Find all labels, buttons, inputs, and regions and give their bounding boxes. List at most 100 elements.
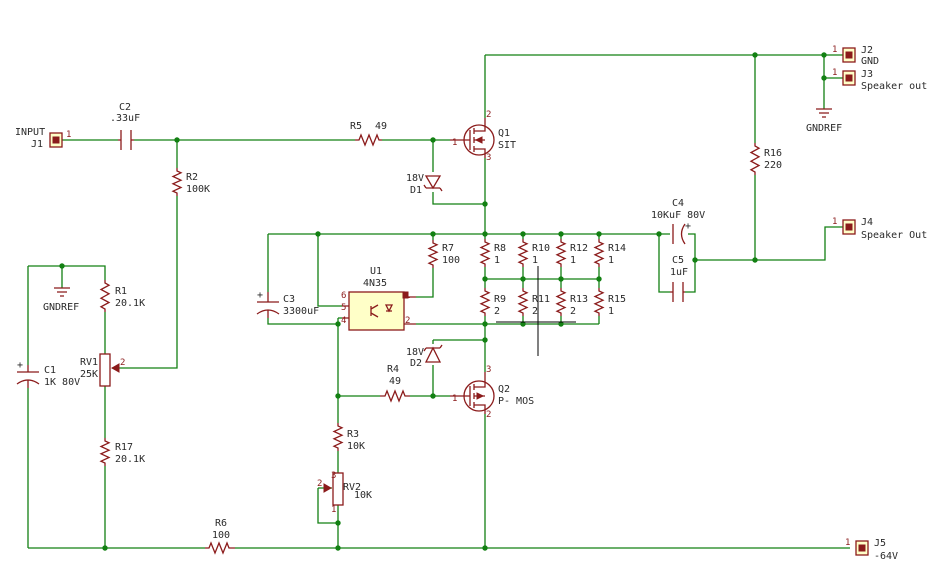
arrow (474, 136, 483, 144)
r3-ref: R3 (347, 429, 359, 440)
resistor-r17[interactable]: R17 20.1K (99, 438, 145, 466)
junction (752, 257, 758, 263)
resistor-r13[interactable]: R13 2 (555, 288, 588, 317)
potentiometer-rv2[interactable]: RV2 10K 3 2 1 (317, 471, 372, 515)
resistor-r1[interactable]: R1 20.1K (99, 280, 145, 312)
resistor-r11[interactable]: R11 2 (517, 288, 550, 317)
connector-pin (52, 136, 60, 144)
wire (28, 265, 106, 288)
transistor-q1[interactable]: Q1 SIT 1 2 3 (450, 110, 516, 163)
pin-number: 1 (832, 68, 837, 78)
pin-number: 2 (317, 479, 322, 489)
polarized-capacitor-icon (672, 223, 686, 245)
r6-ref: R6 (215, 518, 227, 529)
wire (317, 451, 339, 548)
wire (484, 54, 850, 118)
pin-number: 1 (405, 291, 410, 301)
ground-icon (816, 108, 832, 118)
resistor-icon (99, 280, 111, 312)
gndref-label: GNDREF (806, 123, 842, 134)
junction (482, 337, 488, 343)
resistor-r3[interactable]: R3 10K (332, 423, 365, 452)
ground-symbol-right: GNDREF (806, 108, 842, 134)
junction (520, 231, 526, 237)
resistor-r7[interactable]: R7 100 (427, 240, 460, 268)
transistor-q2[interactable]: Q2 P- MOS 1 3 2 (450, 365, 534, 420)
r11-ref: R11 (532, 294, 550, 305)
capacitor-c5[interactable]: C5 1uF (670, 255, 688, 302)
d1-ref: D1 (410, 185, 422, 196)
r13-ref: R13 (570, 294, 588, 305)
capacitor-c3[interactable]: + C3 3300uF (256, 290, 319, 318)
zener-diode-d1[interactable]: 18V D1 (406, 173, 443, 196)
junction (335, 520, 341, 526)
c4-ref: C4 (672, 198, 684, 209)
connector-j4[interactable]: 1 J4 Speaker Out + (832, 217, 932, 241)
pin-number: 1 (452, 394, 457, 404)
d1-value: 18V (406, 173, 424, 184)
resistor-r5[interactable]: R5 49 (350, 121, 387, 147)
junction (482, 231, 488, 237)
capacitor-c4[interactable]: + C4 10KuF 80V (651, 198, 705, 245)
resistor-r12[interactable]: R12 1 (555, 239, 588, 267)
phototransistor-icon (370, 304, 379, 318)
wire (484, 267, 600, 288)
zener-diode-d2[interactable]: 18V D2 (406, 344, 443, 369)
resistor-icon (555, 288, 567, 316)
resistor-r16[interactable]: R16 220 (749, 143, 782, 175)
r15-ref: R15 (608, 294, 626, 305)
resistor-r2[interactable]: R2 100K (171, 168, 210, 196)
resistor-r6[interactable]: R6 100 (205, 518, 235, 555)
wires (27, 54, 850, 549)
junction (335, 393, 341, 399)
r9-value: 2 (494, 306, 500, 317)
rv2-ref: RV2 (343, 482, 361, 493)
junction (482, 201, 488, 207)
connector-j5-name: -64V (874, 551, 898, 562)
wire (484, 234, 600, 239)
junction (520, 321, 526, 327)
capacitor-c2[interactable]: C2 .33uF (110, 102, 140, 150)
junction (596, 231, 602, 237)
junction (482, 276, 488, 282)
capacitor-c1[interactable]: + C1 1K 80V (16, 360, 80, 388)
resistor-r14[interactable]: R14 1 (593, 239, 626, 267)
q1-ref: Q1 (498, 128, 510, 139)
mosfet-icon (450, 118, 486, 158)
pin-marker (402, 291, 409, 299)
resistor-r10[interactable]: R10 1 (517, 239, 550, 267)
r16-ref: R16 (764, 148, 782, 159)
connector-j1[interactable]: INPUT J1 1 (15, 127, 71, 150)
r12-ref: R12 (570, 243, 588, 254)
junction (821, 75, 827, 81)
optocoupler-u1[interactable]: U1 4N35 6 5 4 1 2 (341, 266, 416, 331)
c3-value: 3300uF (283, 306, 319, 317)
connector-j5-ref: J5 (874, 538, 886, 549)
junction (59, 263, 65, 269)
optocoupler-pins (342, 296, 416, 325)
q1-value: SIT (498, 140, 516, 151)
r5-ref: R5 (350, 121, 362, 132)
connector-j5[interactable]: 1 J5 -64V (845, 538, 898, 562)
connector-j3[interactable]: 1 J3 Speaker out - (832, 68, 932, 92)
potentiometer-rv1[interactable]: RV1 25K 2 (80, 353, 125, 387)
junction (558, 276, 564, 282)
resistor-r9[interactable]: R9 2 (479, 288, 506, 317)
c5-value: 1uF (670, 267, 688, 278)
capacitor-icon (118, 130, 134, 150)
connector-j4-name: Speaker Out + (861, 230, 932, 241)
rv2-value: 10K (354, 490, 372, 501)
wiper-arrow (323, 483, 333, 493)
zener-bend (423, 184, 443, 192)
connector-pin (845, 51, 853, 59)
junction (656, 231, 662, 237)
connector-j2[interactable]: 1 J2 GND (832, 45, 879, 67)
pin-number: 3 (331, 471, 336, 481)
resistor-r15[interactable]: R15 1 (593, 288, 626, 317)
junction (335, 545, 341, 551)
wire (267, 233, 696, 325)
c1-ref: C1 (44, 365, 56, 376)
resistor-r4[interactable]: R4 49 (380, 364, 410, 403)
u1-ref: U1 (370, 266, 382, 277)
resistor-r8[interactable]: R8 1 (479, 239, 506, 267)
